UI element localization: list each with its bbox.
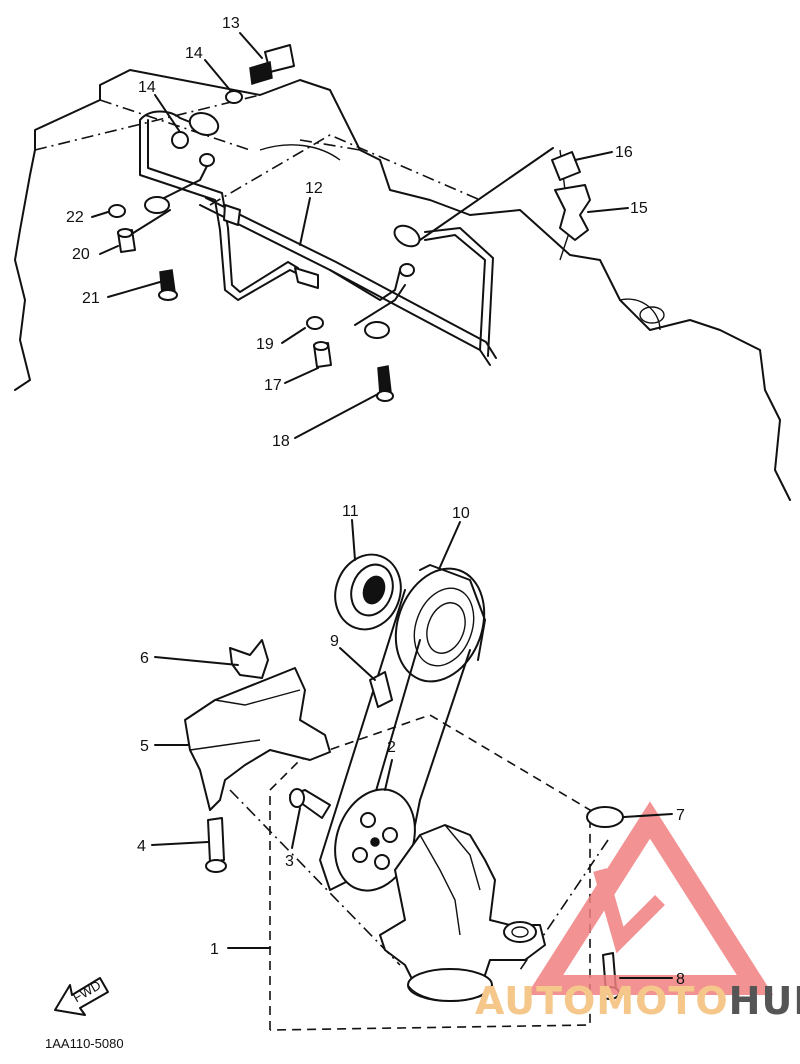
driven-sprocket <box>334 788 416 892</box>
callout-14-top: 14 <box>185 45 203 62</box>
callout-18: 18 <box>272 433 290 450</box>
callout-7: 7 <box>676 807 685 824</box>
callout-15: 15 <box>630 200 648 217</box>
callout-1: 1 <box>210 941 219 958</box>
chain-guide-plate <box>184 667 331 811</box>
callout-9: 9 <box>330 633 339 650</box>
guide-bolt <box>205 817 227 873</box>
oil-delivery-pipe <box>129 110 497 366</box>
forward-arrow: FWD <box>54 977 109 1016</box>
callout-12: 12 <box>305 180 323 197</box>
callout-10: 10 <box>452 505 470 522</box>
callout-17: 17 <box>264 377 282 394</box>
callout-14-pipe: 14 <box>138 79 156 96</box>
retaining-clip <box>229 639 269 679</box>
watermark-text: AUTOMOTOHUB <box>475 979 800 1023</box>
pump-bolt <box>289 788 331 819</box>
callout-labels: 13 14 14 12 16 15 22 20 21 19 17 18 11 1… <box>66 15 685 988</box>
callout-19: 19 <box>256 336 274 353</box>
callout-21: 21 <box>82 290 100 307</box>
watermark-text-hub: HUB <box>729 979 800 1023</box>
callout-5: 5 <box>140 738 149 755</box>
oil-pump-assembly <box>379 824 546 1002</box>
callout-4: 4 <box>137 838 146 855</box>
watermark-triangle <box>526 801 774 995</box>
union-bolts-and-washers <box>108 44 591 402</box>
watermark-triangle-inner <box>593 868 665 954</box>
callout-16: 16 <box>615 144 633 161</box>
diagram-code: 1AA110-5080 <box>45 1036 124 1051</box>
watermark-text-automoto: AUTOMOTO <box>475 979 729 1023</box>
bearing <box>334 553 402 631</box>
callout-2: 2 <box>387 739 396 756</box>
callout-13: 13 <box>222 15 240 32</box>
callout-3: 3 <box>285 853 294 870</box>
o-ring <box>586 806 624 828</box>
callout-8: 8 <box>676 971 685 988</box>
watermark-logo <box>526 801 774 995</box>
callout-6: 6 <box>140 650 149 667</box>
callout-22: 22 <box>66 209 84 226</box>
callout-20: 20 <box>72 246 90 263</box>
drive-sprocket <box>394 564 486 683</box>
leader-lines <box>91 32 673 979</box>
engine-block-outline <box>14 69 791 501</box>
callout-11: 11 <box>342 503 359 520</box>
